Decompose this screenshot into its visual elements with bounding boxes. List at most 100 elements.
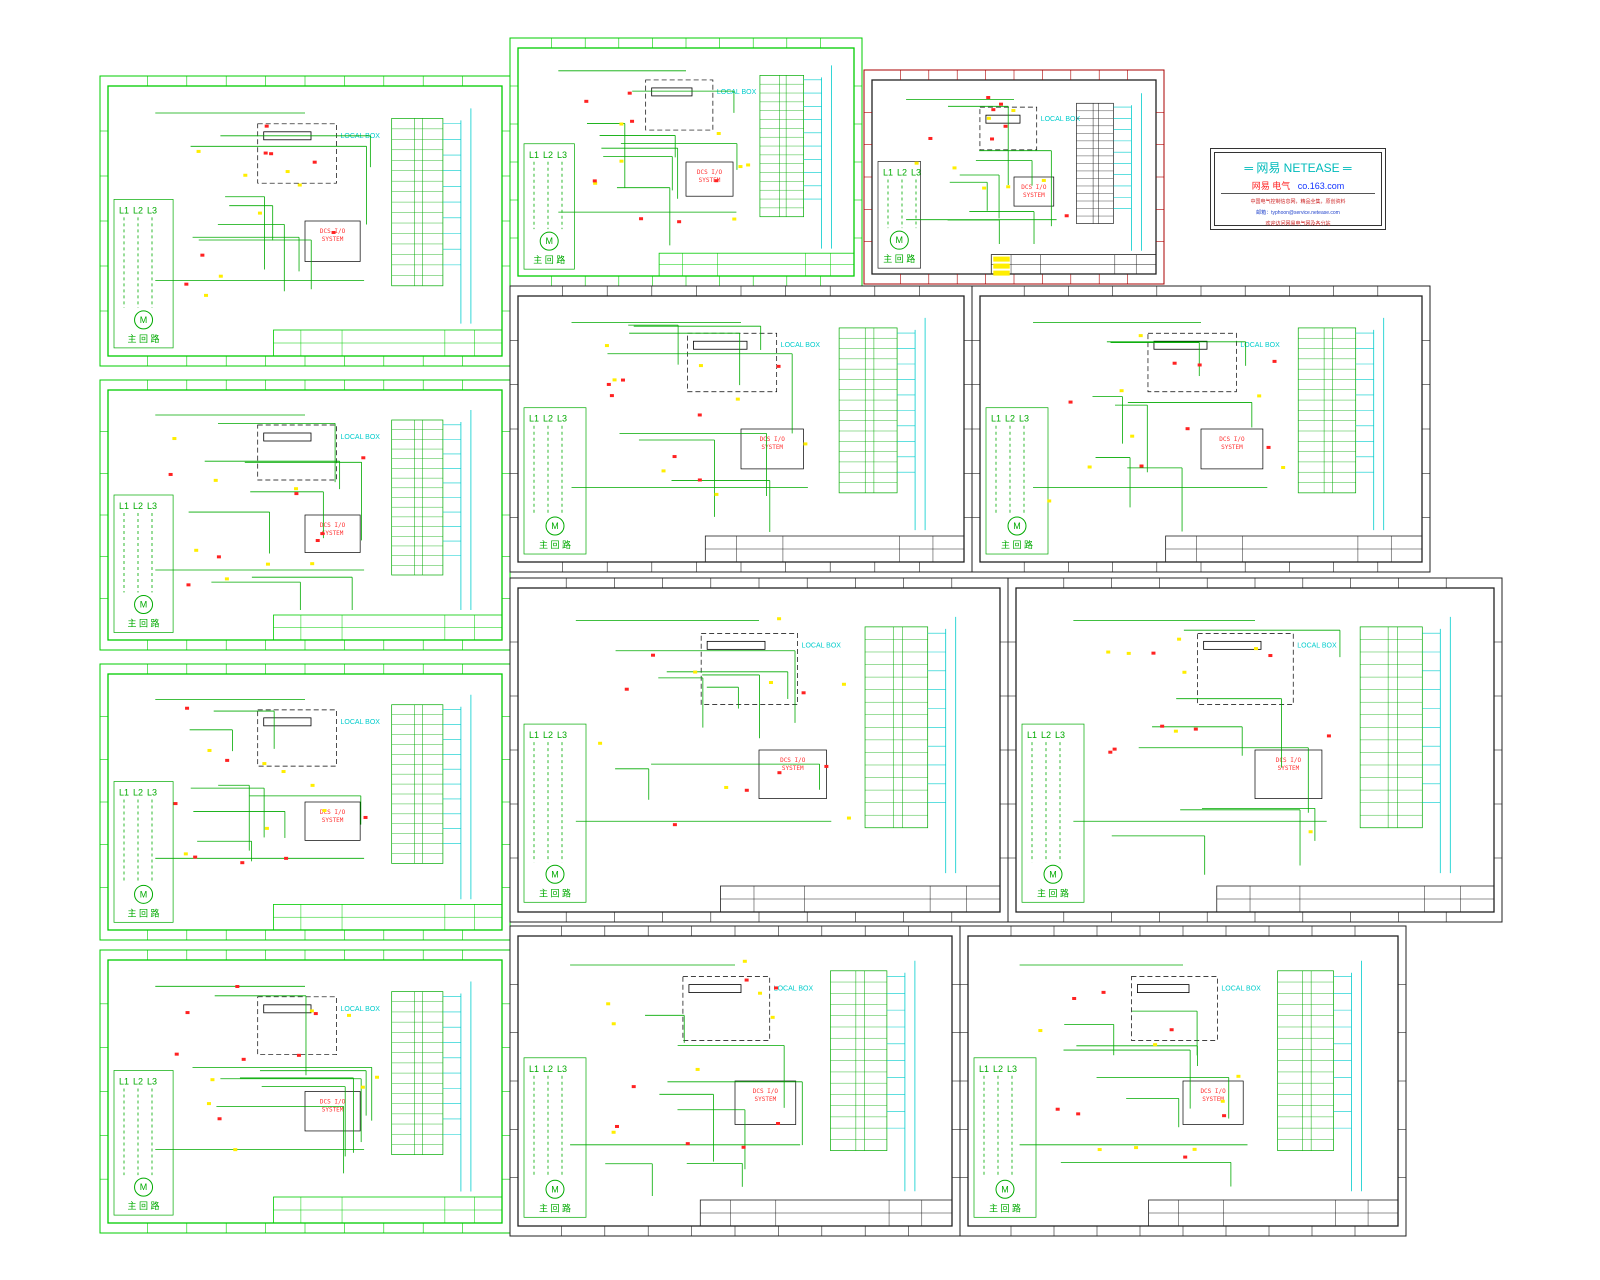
component-marker — [735, 397, 740, 401]
component-marker — [210, 1078, 215, 1082]
local-box-outline — [257, 709, 337, 767]
dcs-system-label: SYSTEM — [1202, 1096, 1224, 1103]
local-box-label: LOCAL BOX — [781, 342, 821, 349]
component-marker — [693, 670, 698, 674]
motor-label: M — [140, 1182, 148, 1192]
component-marker — [186, 583, 191, 587]
phase-label: L3 — [557, 414, 567, 424]
dcs-system-label: SYSTEM — [782, 765, 804, 772]
local-box-outline — [645, 79, 714, 131]
component-marker — [714, 492, 719, 496]
component-marker — [770, 1015, 775, 1019]
component-marker — [999, 102, 1004, 106]
main-circuit-label: 主 回 路 — [1001, 539, 1033, 550]
component-marker — [982, 186, 987, 190]
component-marker — [168, 472, 173, 476]
component-marker — [1087, 465, 1092, 469]
local-box-outline — [700, 633, 798, 705]
dcs-io-box — [304, 1091, 361, 1132]
dcs-io-box — [685, 161, 734, 197]
component-marker — [1151, 651, 1156, 655]
phase-label: L3 — [1019, 414, 1029, 424]
dcs-io-label: DCS I/O — [1219, 436, 1245, 443]
component-marker — [716, 132, 721, 136]
motor-label: M — [551, 521, 559, 531]
component-marker — [263, 151, 268, 155]
main-circuit-label: 主 回 路 — [128, 1200, 160, 1211]
component-marker — [714, 179, 719, 183]
component-marker — [347, 1013, 352, 1017]
component-marker — [1185, 427, 1190, 431]
local-box-outline — [682, 976, 771, 1041]
dcs-io-box — [1200, 428, 1264, 470]
component-marker — [285, 170, 290, 174]
component-marker — [1011, 109, 1016, 113]
component-marker — [193, 855, 198, 859]
component-marker — [611, 1130, 616, 1134]
phase-label: L1 — [883, 167, 893, 177]
component-marker — [1112, 747, 1117, 751]
component-marker — [1041, 178, 1046, 182]
component-marker — [724, 785, 729, 789]
component-marker — [584, 99, 589, 103]
netease-logo-inner: ═ 网易 NETEASE ═ 网易 电气 co.163.com 中国电气控制信息… — [1214, 152, 1382, 227]
component-marker — [991, 108, 996, 112]
phase-label: L3 — [911, 167, 921, 177]
main-circuit-label: 主 回 路 — [989, 1202, 1021, 1213]
dcs-io-label: DCS I/O — [1021, 184, 1047, 191]
phase-label: L2 — [543, 730, 553, 740]
component-marker — [1072, 996, 1077, 1000]
local-box-switch — [693, 340, 748, 350]
component-marker — [264, 826, 269, 830]
component-marker — [695, 1067, 700, 1071]
motor-symbol — [995, 1179, 1015, 1199]
local-box-switch — [985, 114, 1021, 124]
motor-symbol — [545, 864, 565, 884]
motor-label: M — [140, 315, 148, 325]
component-marker — [216, 555, 221, 559]
component-marker — [320, 532, 325, 536]
dcs-io-label: DCS I/O — [320, 809, 346, 816]
component-marker — [218, 274, 223, 278]
motor-symbol — [1007, 516, 1027, 536]
component-marker — [774, 986, 779, 990]
phase-label: L3 — [147, 788, 157, 798]
component-marker — [262, 762, 267, 766]
component-marker — [296, 1053, 301, 1057]
local-box-label: LOCAL BOX — [341, 1006, 381, 1013]
local-box-switch — [1153, 340, 1208, 350]
local-box-label: LOCAL BOX — [1240, 342, 1280, 349]
main-circuit-panel — [985, 407, 1049, 555]
component-marker — [264, 124, 269, 128]
local-box-label: LOCAL BOX — [774, 986, 814, 993]
component-marker — [1119, 389, 1124, 393]
component-marker — [803, 442, 808, 446]
component-marker — [269, 152, 274, 156]
component-marker — [297, 183, 302, 187]
component-marker — [1173, 729, 1178, 733]
component-marker — [265, 562, 270, 566]
component-marker — [741, 1145, 746, 1149]
dcs-system-label: SYSTEM — [1221, 444, 1243, 451]
main-circuit-panel — [113, 199, 174, 349]
local-box-outline — [1197, 633, 1294, 705]
component-marker — [243, 173, 248, 177]
component-marker — [1068, 400, 1073, 404]
component-marker — [207, 748, 212, 752]
component-marker — [204, 293, 209, 297]
component-marker — [661, 469, 666, 473]
dcs-io-label: DCS I/O — [320, 1099, 346, 1106]
component-marker — [1134, 1146, 1139, 1150]
dcs-system-label: SYSTEM — [322, 1107, 344, 1114]
phase-label: L2 — [1005, 414, 1015, 424]
netease-small-line-1: 中国电气控制信息网，精品全集，原创资料 — [1250, 199, 1346, 205]
dcs-io-label: DCS I/O — [697, 169, 723, 176]
component-marker — [313, 1012, 318, 1016]
component-marker — [990, 137, 995, 141]
dcs-io-box — [758, 749, 827, 799]
component-marker — [1126, 651, 1131, 655]
